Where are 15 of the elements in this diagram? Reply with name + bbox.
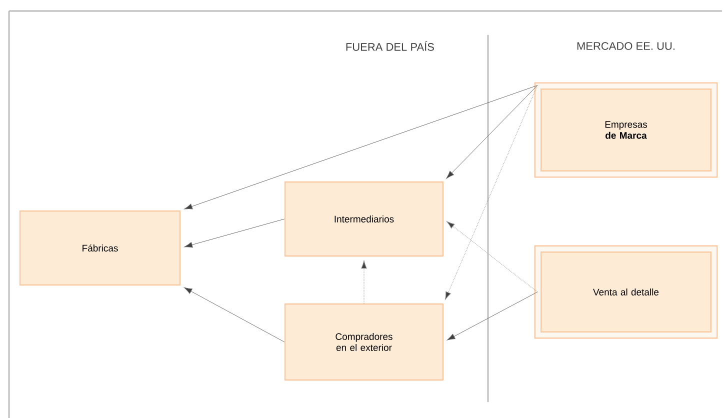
process-box: Fábricas <box>19 210 181 286</box>
arrow <box>445 85 538 300</box>
arrow <box>184 287 285 342</box>
arrow <box>184 85 538 210</box>
process-box: Intermediarios <box>284 181 444 257</box>
arrow <box>447 292 538 340</box>
market-box: Venta al detalle <box>534 245 718 339</box>
column-heading: MERCADO EE. UU. <box>577 42 674 50</box>
arrow <box>446 221 538 292</box>
arrow <box>184 218 285 248</box>
process-box: Compradores en el exterior <box>284 303 444 381</box>
arrow <box>361 260 367 304</box>
market-box: Empresas de Marca <box>534 82 718 178</box>
arrow <box>446 85 538 179</box>
column-heading: FUERA DEL PAÍS <box>346 41 434 51</box>
